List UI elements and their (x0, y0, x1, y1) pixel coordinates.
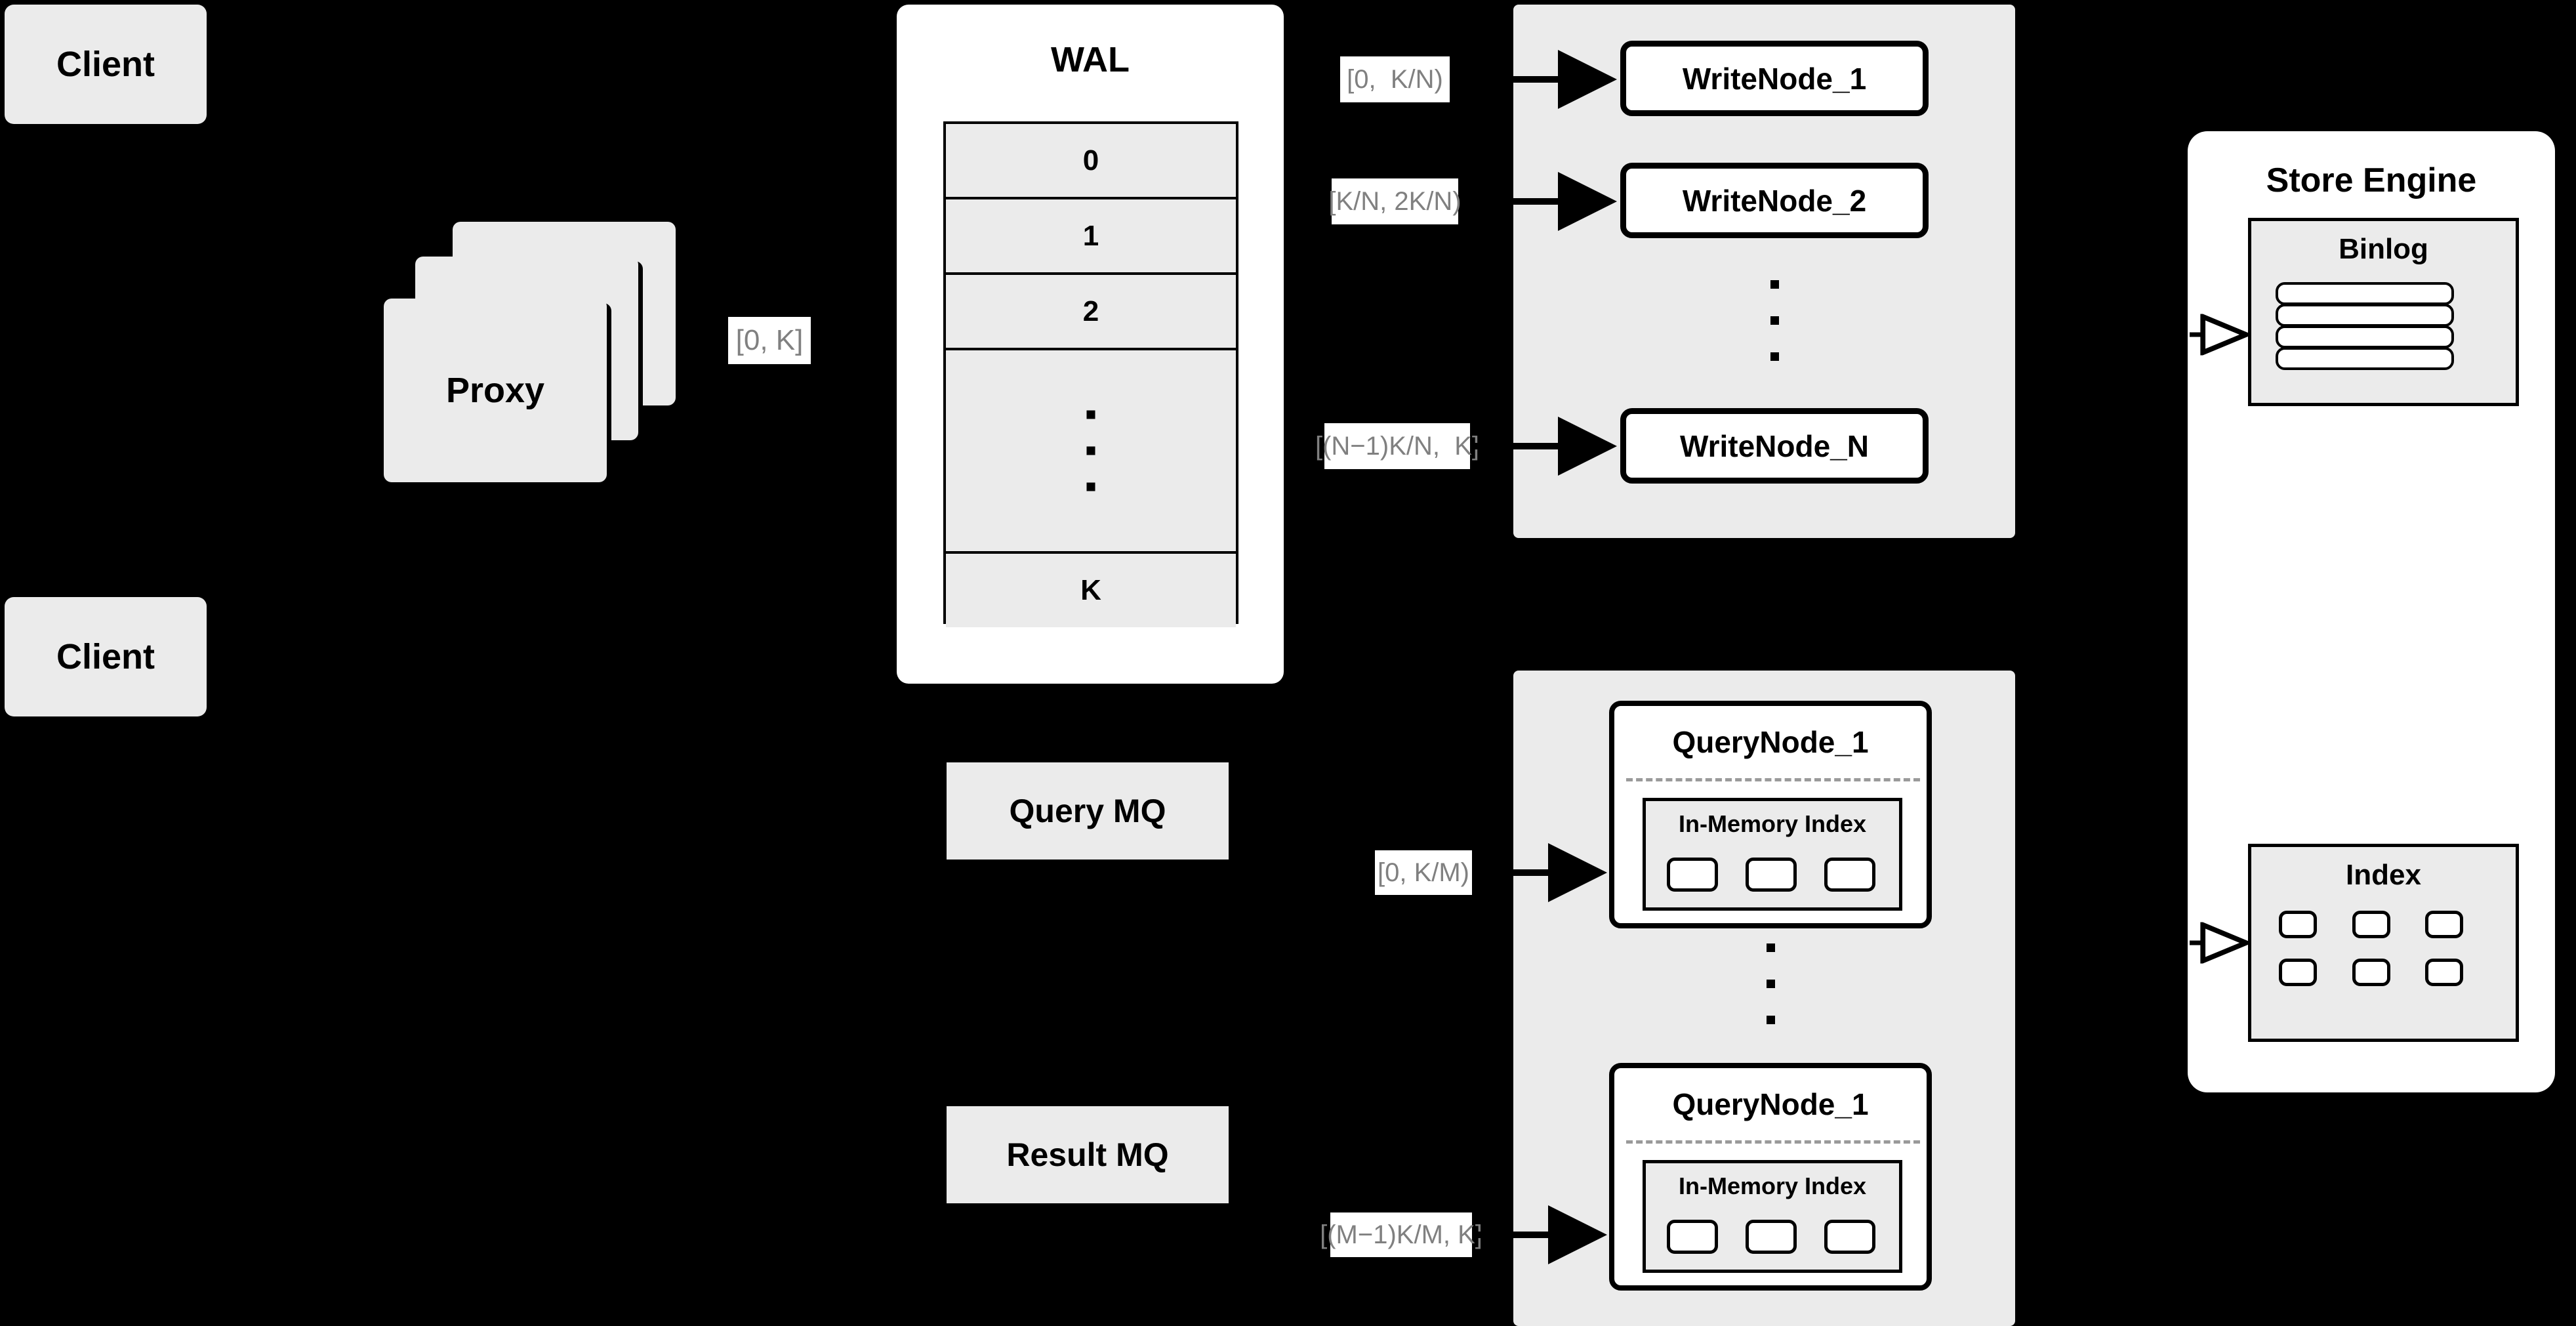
binlog-row[interactable] (2276, 282, 2454, 305)
index-segment[interactable] (1824, 858, 1875, 892)
query-mq-box[interactable]: Query MQ (947, 762, 1229, 860)
query-node-1-range-label: [0, K/M) (1375, 850, 1472, 895)
ellipsis-dot (1767, 943, 1775, 952)
store-index-cell[interactable] (2352, 959, 2390, 986)
write-node-ellipsis (1770, 280, 1779, 361)
client-label-1: Client (56, 45, 155, 84)
index-segment[interactable] (1667, 1220, 1718, 1254)
ellipsis-dot (1767, 1016, 1775, 1024)
wal-entry[interactable]: 1 (946, 199, 1236, 275)
query-node-2[interactable]: QueryNode_1 In-Memory Index (1609, 1063, 1932, 1291)
in-memory-index-2-title: In-Memory Index (1678, 1172, 1867, 1199)
store-index-cell[interactable] (2279, 959, 2317, 986)
query-node-2-range-label: [(M−1)K/M, K] (1320, 1212, 1482, 1257)
query-node-2-separator (1626, 1140, 1920, 1144)
store-index-cell[interactable] (2279, 911, 2317, 938)
write-node-1-range-label: [0, K/N) (1340, 56, 1450, 102)
store-index-panel: Index (2248, 844, 2519, 1042)
store-index-cell[interactable] (2425, 911, 2463, 938)
wal-entry[interactable]: K (946, 554, 1236, 627)
query-node-1-separator (1626, 778, 1920, 781)
write-node-1-label: WriteNode_1 (1682, 61, 1867, 96)
query-node-1[interactable]: QueryNode_1 In-Memory Index (1609, 701, 1932, 928)
write-node-n-label: WriteNode_N (1680, 428, 1869, 463)
store-index-title: Index (2346, 859, 2421, 891)
index-segment[interactable] (1824, 1220, 1875, 1254)
write-node-2-label: WriteNode_2 (1682, 183, 1867, 218)
proxy-range-label: [0, K] (728, 317, 811, 364)
wal-entry[interactable]: 2 (946, 275, 1236, 350)
write-node-n[interactable]: WriteNode_N (1620, 408, 1929, 484)
query-mq-label: Query MQ (1009, 793, 1166, 829)
ellipsis-dot (1086, 446, 1095, 455)
binlog-row[interactable] (2276, 325, 2454, 348)
write-node-1[interactable]: WriteNode_1 (1620, 41, 1929, 116)
index-segment[interactable] (1746, 858, 1797, 892)
client-label-2: Client (56, 637, 155, 676)
wal-title: WAL (1051, 40, 1130, 79)
query-node-2-label: QueryNode_1 (1672, 1087, 1869, 1121)
index-segment[interactable] (1667, 858, 1718, 892)
proxy-card-front[interactable]: Proxy (384, 299, 607, 482)
result-mq-box[interactable]: Result MQ (947, 1106, 1229, 1203)
ellipsis-dot (1770, 280, 1779, 289)
write-node-2-range-label: [K/N, 2K/N) (1328, 178, 1462, 224)
write-node-n-range-label: [(N−1)K/N, K] (1315, 423, 1479, 469)
ellipsis-dot (1770, 316, 1779, 325)
store-index-cell[interactable] (2425, 959, 2463, 986)
binlog-title: Binlog (2339, 233, 2428, 265)
in-memory-index-1-title: In-Memory Index (1678, 810, 1867, 837)
wal-entry-list: 0 1 2 K (943, 121, 1238, 627)
ellipsis-dot (1767, 980, 1775, 988)
index-segment[interactable] (1746, 1220, 1797, 1254)
ellipsis-dot (1086, 410, 1095, 419)
wal-entry-ellipsis (946, 350, 1236, 554)
binlog-panel: Binlog (2248, 218, 2519, 406)
write-node-2[interactable]: WriteNode_2 (1620, 163, 1929, 238)
in-memory-index-1: In-Memory Index (1643, 798, 1902, 911)
wal-entry[interactable]: 0 (946, 124, 1236, 199)
result-mq-label: Result MQ (1006, 1136, 1169, 1173)
proxy-label: Proxy (445, 371, 545, 410)
query-node-1-label: QueryNode_1 (1672, 725, 1869, 759)
store-engine-title: Store Engine (2266, 161, 2477, 199)
binlog-row[interactable] (2276, 347, 2454, 370)
binlog-row[interactable] (2276, 304, 2454, 327)
in-memory-index-2: In-Memory Index (1643, 1160, 1902, 1273)
client-box-1[interactable]: Client (5, 5, 207, 124)
query-node-ellipsis (1767, 943, 1775, 1024)
store-index-cell[interactable] (2352, 911, 2390, 938)
client-box-2[interactable]: Client (5, 597, 207, 716)
ellipsis-dot (1086, 482, 1095, 491)
ellipsis-dot (1770, 352, 1779, 361)
